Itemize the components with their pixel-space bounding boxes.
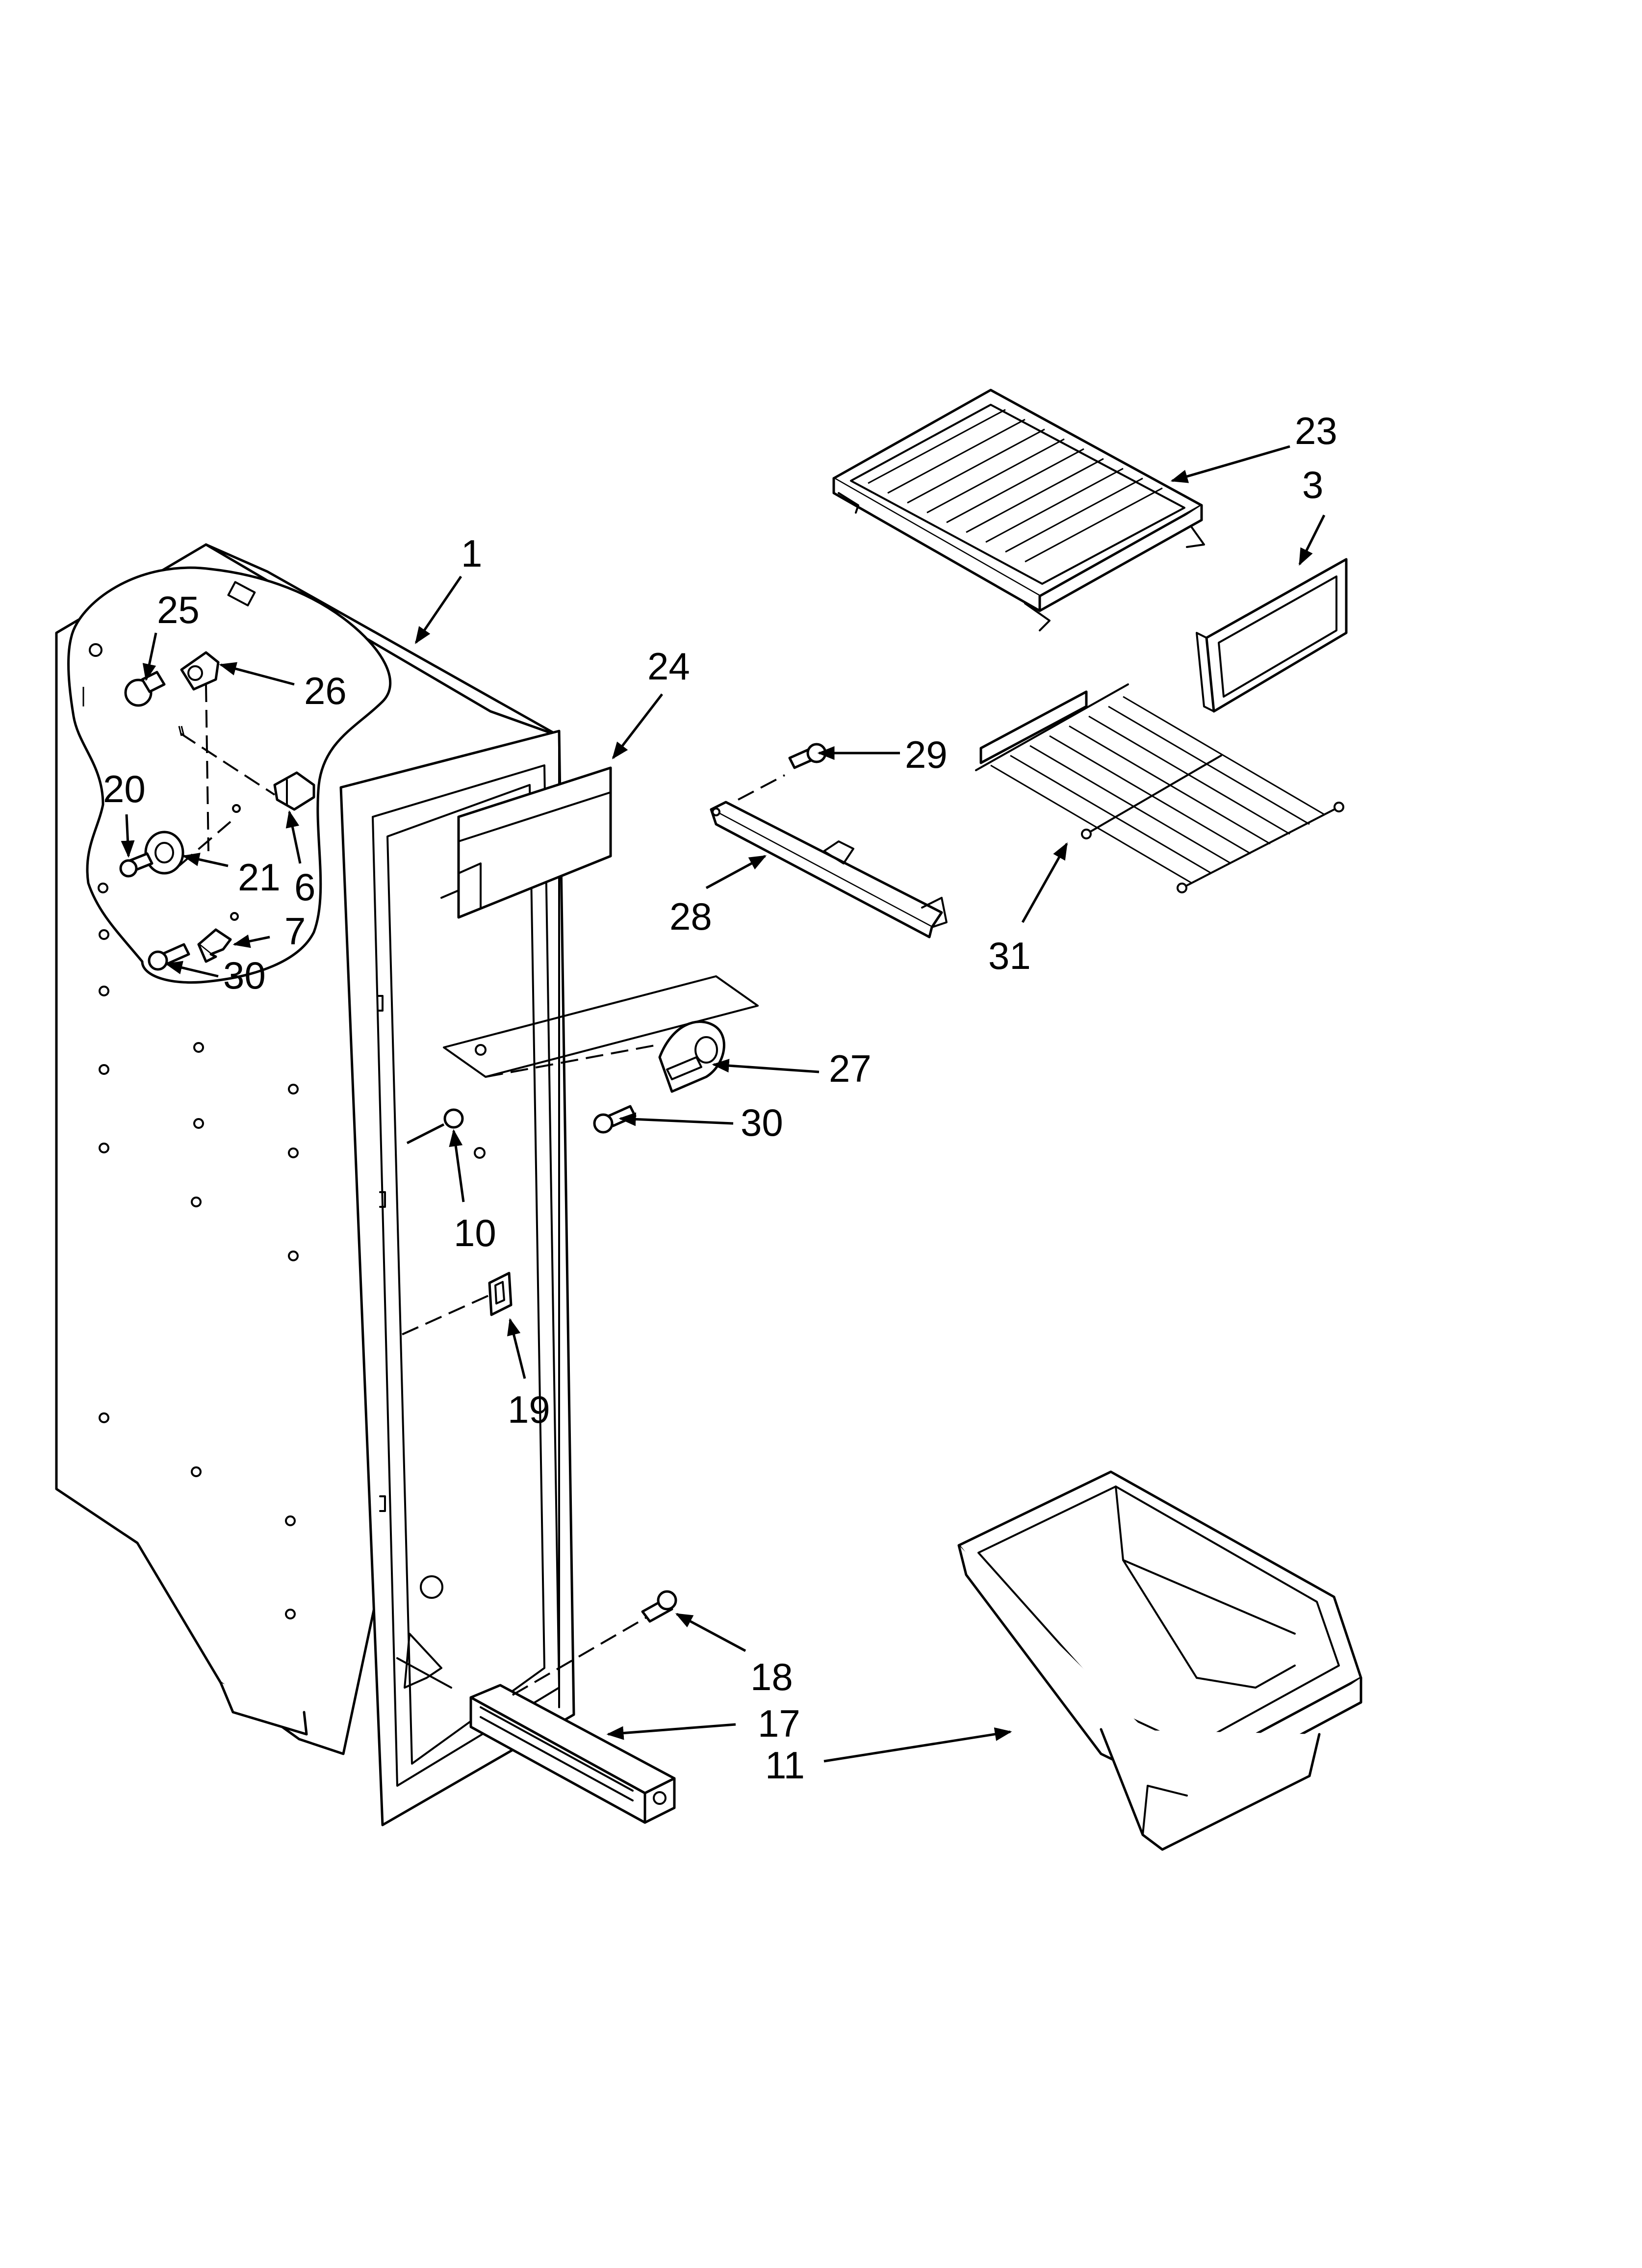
callout-20: 20 xyxy=(103,767,146,810)
leader-30b xyxy=(618,1112,734,1126)
shelf-31-rods xyxy=(990,696,1325,884)
callout-23: 23 xyxy=(1295,409,1337,452)
part-19-switch xyxy=(402,1272,513,1335)
part-26-lamp-socket xyxy=(180,651,220,691)
part-20-screw xyxy=(119,852,154,878)
shelf-23-rods xyxy=(868,409,1163,563)
part-23-wire-shelf xyxy=(832,389,1205,631)
callout-29: 29 xyxy=(905,733,948,776)
part-30-screw-cutaway xyxy=(148,943,190,971)
part-6-bracket xyxy=(273,771,315,811)
callout-6: 6 xyxy=(294,865,315,909)
leader-arrows xyxy=(121,445,1326,1763)
leader-3 xyxy=(1298,514,1326,566)
leader-25 xyxy=(142,632,157,681)
leader-18 xyxy=(675,1613,746,1652)
callout-10: 10 xyxy=(454,1211,496,1254)
leader-11 xyxy=(823,1727,1012,1763)
callout-30a: 30 xyxy=(223,954,266,997)
callout-19: 19 xyxy=(508,1388,550,1431)
part-31-wire-shelf xyxy=(975,683,1344,893)
callout-31: 31 xyxy=(988,934,1031,977)
part-11-storage-bin xyxy=(957,1470,1362,1851)
part-18-screw xyxy=(641,1590,677,1623)
callout-labels: 1 3 6 7 10 11 17 18 19 20 21 23 24 25 26… xyxy=(103,409,1337,1787)
leader-24 xyxy=(612,693,663,759)
callout-27: 27 xyxy=(829,1047,872,1090)
leader-26 xyxy=(219,662,295,686)
leader-20 xyxy=(121,814,135,858)
callout-3: 3 xyxy=(1302,463,1323,506)
callout-7: 7 xyxy=(284,910,306,953)
callout-21: 21 xyxy=(238,856,281,899)
leader-17 xyxy=(606,1723,736,1740)
part-17-lower-grille xyxy=(469,1613,676,1824)
part-25-light-bulb xyxy=(124,671,166,707)
part-28-shelf-support xyxy=(710,774,948,938)
part-24-cover-panel xyxy=(440,766,612,919)
part-10-plug xyxy=(406,1108,464,1145)
leader-1 xyxy=(414,575,462,644)
callout-17: 17 xyxy=(758,1702,800,1745)
callout-26: 26 xyxy=(304,669,347,712)
part-27-light-housing xyxy=(443,975,759,1093)
part-21-thermostat-knob xyxy=(144,831,184,875)
callout-28: 28 xyxy=(669,895,712,938)
leader-19 xyxy=(507,1318,526,1379)
leader-30a xyxy=(165,961,219,978)
part-29-screw xyxy=(788,743,827,769)
callout-11: 11 xyxy=(765,1744,805,1787)
liner-front-frame xyxy=(339,730,575,1826)
leader-6 xyxy=(285,810,302,864)
leader-7 xyxy=(232,934,270,948)
leader-10 xyxy=(449,1129,465,1202)
leader-21 xyxy=(182,853,229,867)
side-panel-holes xyxy=(98,883,299,1619)
leader-28 xyxy=(705,855,767,889)
callout-24: 24 xyxy=(647,645,690,688)
leader-31 xyxy=(1021,842,1068,923)
callout-1: 1 xyxy=(461,532,482,575)
callout-25: 25 xyxy=(157,588,200,631)
part-7-clip xyxy=(197,912,239,963)
leader-23 xyxy=(1170,445,1290,483)
callout-18: 18 xyxy=(750,1655,793,1698)
callout-30b: 30 xyxy=(741,1101,783,1144)
part-3-shelf-trim xyxy=(1196,558,1348,713)
leader-27 xyxy=(712,1059,820,1073)
